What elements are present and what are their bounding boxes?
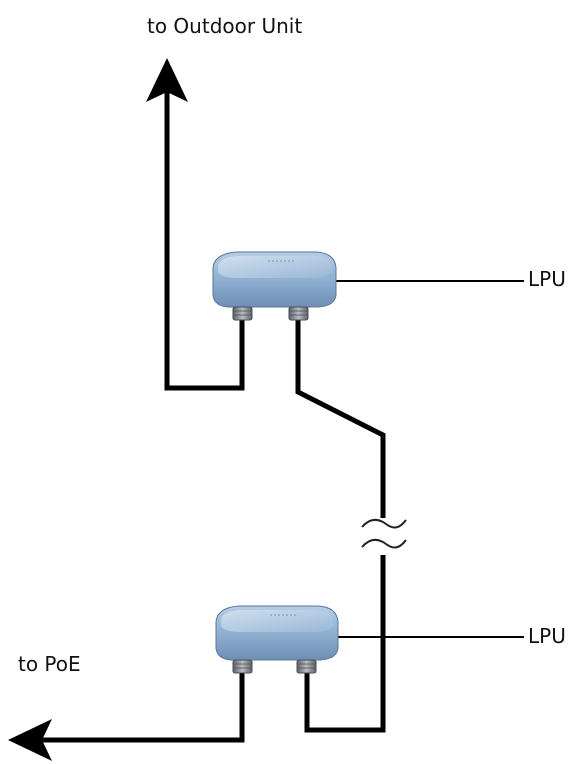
connector-icon	[233, 660, 252, 673]
cable-break-icon	[362, 520, 406, 528]
label-lpu-bottom: LPU	[528, 624, 566, 648]
lpu-device-top	[213, 252, 336, 320]
connector-icon	[233, 307, 252, 320]
label-to-poe: to PoE	[18, 652, 81, 676]
label-to-outdoor-unit: to Outdoor Unit	[147, 14, 302, 38]
connector-icon	[289, 307, 308, 320]
cable-break-icon-lower	[362, 540, 406, 548]
cable-to-poe	[40, 665, 242, 740]
cable-to-outdoor-unit	[167, 90, 242, 388]
connector-icon	[297, 660, 316, 673]
cable-between-lpus-upper	[298, 318, 383, 518]
label-lpu-top: LPU	[528, 267, 566, 291]
lpu-device-bottom	[216, 606, 338, 673]
